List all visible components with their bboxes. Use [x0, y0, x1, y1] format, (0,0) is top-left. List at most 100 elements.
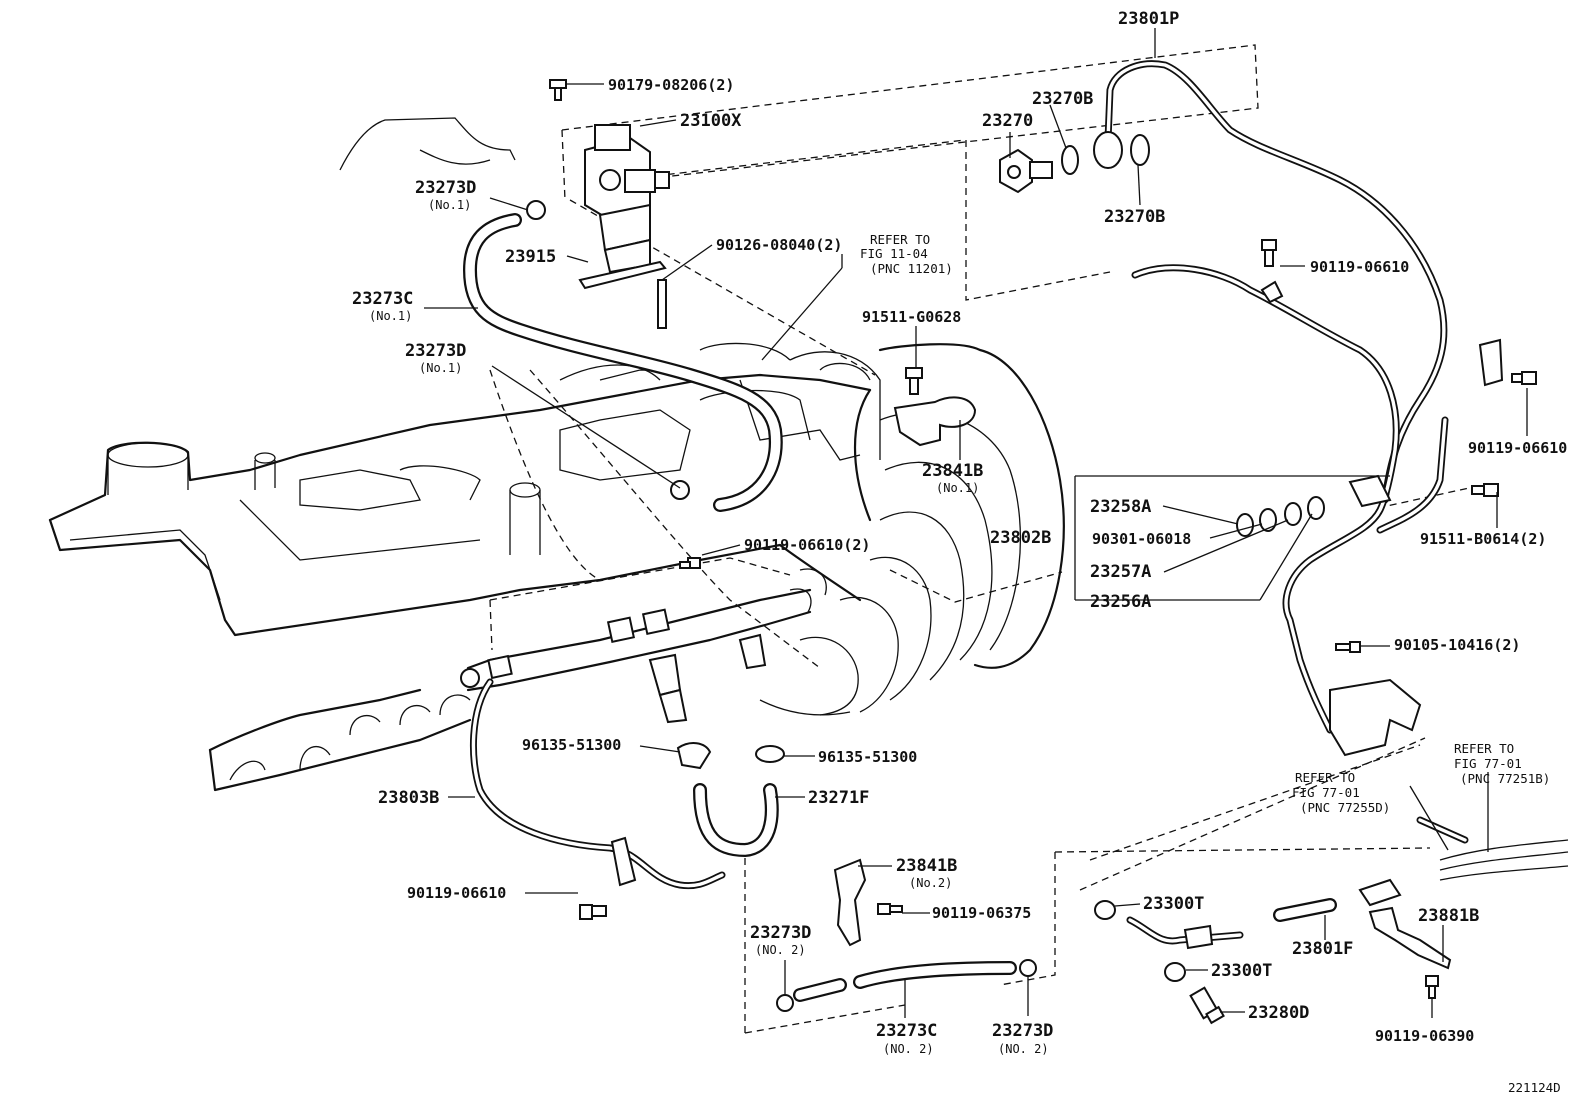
refer-fig77a-line2: FIG 77-01 [1292, 785, 1360, 800]
label-23270B-top: 23270B [1032, 89, 1093, 109]
washer-23257A [1284, 502, 1302, 526]
label-23273C-no1: 23273C [352, 289, 413, 309]
label-23273D-no2-a-sub: (NO. 2) [755, 943, 806, 957]
label-23273D-no1-a: 23273D [415, 178, 476, 198]
refer-fig-77-01-a: REFER TO FIG 77-01 (PNC 77255D) [1292, 770, 1390, 815]
pipe-bracket-upper [1260, 280, 1284, 304]
connector-23801F [1358, 878, 1402, 907]
figure-id: 221124D [1508, 1080, 1561, 1095]
washer-90301-06018 [1259, 508, 1277, 532]
banjo-23801P [1093, 131, 1123, 169]
label-23100X: 23100X [680, 111, 742, 131]
bolt-90105-10416 [1335, 641, 1361, 653]
bolt-90119-06610-r1 [1261, 239, 1277, 267]
clip-96135-51300-a [676, 742, 712, 770]
refer-fig-77-01-b: REFER TO FIG 77-01 (PNC 77251B) [1454, 741, 1550, 786]
label-23273D-no1-a-sub: (No.1) [428, 198, 471, 212]
label-23841B-no1-sub: (No.1) [936, 481, 979, 495]
label-23273D-no2-b: 23273D [992, 1021, 1053, 1041]
engine-outline [48, 117, 1065, 792]
washer-23258A [1236, 513, 1254, 537]
clamp-23273D-no2-b [1019, 959, 1037, 977]
label-23915: 23915 [505, 247, 556, 267]
label-90179-08206: 90179-08206(2) [608, 76, 734, 94]
clamp-23841B-no2 [833, 858, 867, 947]
label-23258A: 23258A [1090, 497, 1151, 517]
label-23270B-bot: 23270B [1104, 207, 1165, 227]
label-23841B-no2-sub: (No.2) [909, 876, 952, 890]
label-23273C-no2-sub: (NO. 2) [883, 1042, 934, 1056]
stud-90126-08040 [657, 279, 667, 329]
label-23300T-b: 23300T [1211, 961, 1272, 981]
leader-lines [424, 28, 1528, 1018]
label-23270: 23270 [982, 111, 1033, 131]
washer-23256A [1307, 496, 1325, 520]
label-90301-06018: 90301-06018 [1092, 530, 1191, 548]
bolt-90119-06390 [1425, 975, 1439, 999]
gasket-23300T-b [1164, 962, 1186, 982]
label-23280D: 23280D [1248, 1003, 1309, 1023]
labels: 23801P 90179-08206(2) 23100X 23270B 2327… [352, 9, 1567, 1095]
clamp-23273D-no1-top [526, 200, 546, 220]
clamp-23273D-no2-a [776, 994, 794, 1012]
bracket-23881B [1368, 906, 1452, 970]
label-23273C-no2: 23273C [876, 1021, 937, 1041]
label-91511-B0614: 91511-B0614(2) [1420, 530, 1546, 548]
pipe-bracket-right [1478, 338, 1504, 387]
refer-fig77b-line3: (PNC 77251B) [1460, 771, 1550, 786]
label-90119-06610-2: 90119-06610(2) [744, 536, 870, 554]
refer-fig11-line2: FIG 11-04 [860, 246, 928, 261]
bolt-90119-06375 [877, 903, 903, 915]
label-90119-06390: 90119-06390 [1375, 1027, 1474, 1045]
label-23803B: 23803B [378, 788, 439, 808]
bolt-90179-08206 [549, 79, 567, 101]
gasket-23270B-top [1061, 145, 1079, 175]
label-23257A: 23257A [1090, 562, 1151, 582]
clip-96135-51300-b [755, 745, 785, 763]
label-96135-51300-a: 96135-51300 [522, 736, 621, 754]
union-bolt-23270 [999, 148, 1053, 194]
union-23280D [1189, 986, 1225, 1025]
label-90119-06610-r2: 90119-06610 [1468, 439, 1567, 457]
gasket-23300T-a [1094, 900, 1116, 920]
label-23273C-no1-sub: (No.1) [369, 309, 412, 323]
label-23256A: 23256A [1090, 592, 1151, 612]
label-90119-06375: 90119-06375 [932, 904, 1031, 922]
bolt-91511-G0628 [905, 367, 923, 395]
regulator-23100X [584, 124, 670, 274]
label-23802B: 23802B [990, 528, 1051, 548]
parts [526, 79, 1537, 1025]
label-23841B-no1: 23841B [922, 461, 983, 481]
label-90126-08040: 90126-08040(2) [716, 236, 842, 254]
pipe-flange [1348, 474, 1392, 508]
refer-fig77a-line1: REFER TO [1295, 770, 1355, 785]
hoses-and-pipes [463, 60, 1569, 1002]
label-23841B-no2: 23841B [896, 856, 957, 876]
label-23300T-a: 23300T [1143, 894, 1204, 914]
label-23881B: 23881B [1418, 906, 1479, 926]
pipe-bracket-left [610, 836, 637, 887]
gasket-23915 [578, 260, 667, 290]
label-23271F: 23271F [808, 788, 869, 808]
label-23801P: 23801P [1118, 9, 1179, 29]
bolt-90119-06610-l [579, 904, 607, 920]
label-23273D-no1-b-sub: (No.1) [419, 361, 462, 375]
bolt-91511-B0614 [1471, 483, 1499, 497]
clamp-23841B-no1 [893, 396, 977, 447]
refer-fig77b-line2: FIG 77-01 [1454, 756, 1522, 771]
gasket-23270B-bot [1130, 134, 1150, 166]
label-96135-51300-b: 96135-51300 [818, 748, 917, 766]
refer-fig11-line1: REFER TO [870, 232, 930, 247]
label-90119-06610-r1: 90119-06610 [1310, 258, 1409, 276]
label-23273D-no2-a: 23273D [750, 923, 811, 943]
fitting-23801F [1183, 924, 1214, 950]
label-23273D-no1-b: 23273D [405, 341, 466, 361]
label-91511-G0628: 91511-G0628 [862, 308, 961, 326]
lower-bracket-right [1329, 678, 1422, 757]
refer-fig77b-line1: REFER TO [1454, 741, 1514, 756]
bolt-90119-06610-2 [679, 557, 701, 569]
bolt-90119-06610-r2 [1511, 371, 1537, 385]
label-90105-10416: 90105-10416(2) [1394, 636, 1520, 654]
refer-fig-11-04: REFER TO FIG 11-04 (PNC 11201) [860, 232, 953, 276]
